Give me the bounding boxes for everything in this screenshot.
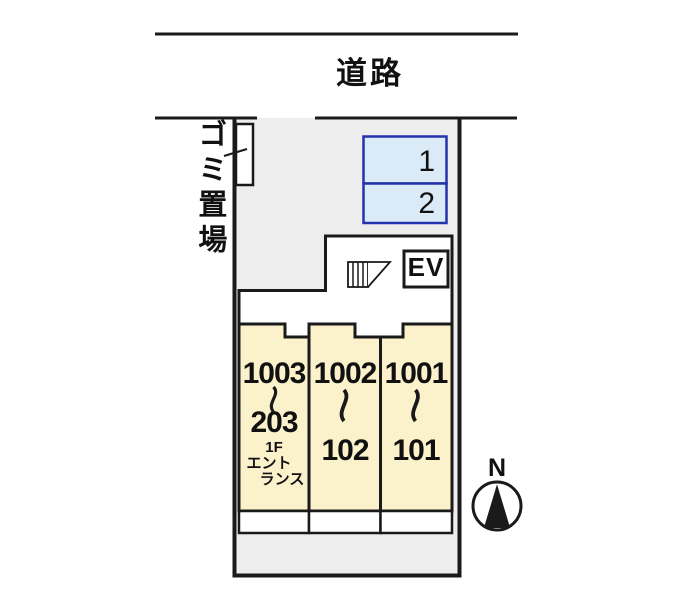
elevator-box <box>402 249 450 289</box>
unit-1001-upper-label: 1001 <box>384 357 449 390</box>
unit-1001 <box>379 322 454 513</box>
unit-1003-note-line-1: 1F <box>265 439 283 456</box>
unit-1002-lower-label: 102 <box>321 434 369 467</box>
unit-1003-upper-label: 1003 <box>242 357 307 390</box>
parking-spot-1-label: 1 <box>418 145 435 178</box>
unit-1002 <box>307 322 382 513</box>
garbage-leader-line <box>223 148 248 157</box>
parking-spot-2 <box>362 182 448 225</box>
stairs-icon <box>347 261 392 288</box>
range-tilde-icon-1001 <box>411 388 420 423</box>
range-tilde-icon-1003 <box>269 385 278 414</box>
compass-north-label: N <box>487 454 507 482</box>
balcony-1003 <box>237 509 311 535</box>
unit-1001-lower-label: 101 <box>392 434 440 467</box>
plan-lines <box>155 32 523 578</box>
elevator-label: EV <box>407 252 445 282</box>
balcony-1001 <box>379 509 454 535</box>
unit-1003-lower-label: 203 <box>250 406 298 439</box>
compass-icon <box>471 480 523 532</box>
garbage-area-label: ゴミ置場 <box>193 119 226 259</box>
parking-spot-2-label: 2 <box>418 187 435 220</box>
unit-1002-upper-label: 1002 <box>313 357 378 390</box>
unit-1003-note-line-3: ランス <box>259 471 305 488</box>
garbage-box <box>234 122 255 187</box>
road-label: 道路 <box>336 56 404 91</box>
balcony-1002 <box>307 509 382 535</box>
unit-1003-note-line-2: エント <box>246 455 292 472</box>
range-tilde-icon-1002 <box>339 388 349 423</box>
